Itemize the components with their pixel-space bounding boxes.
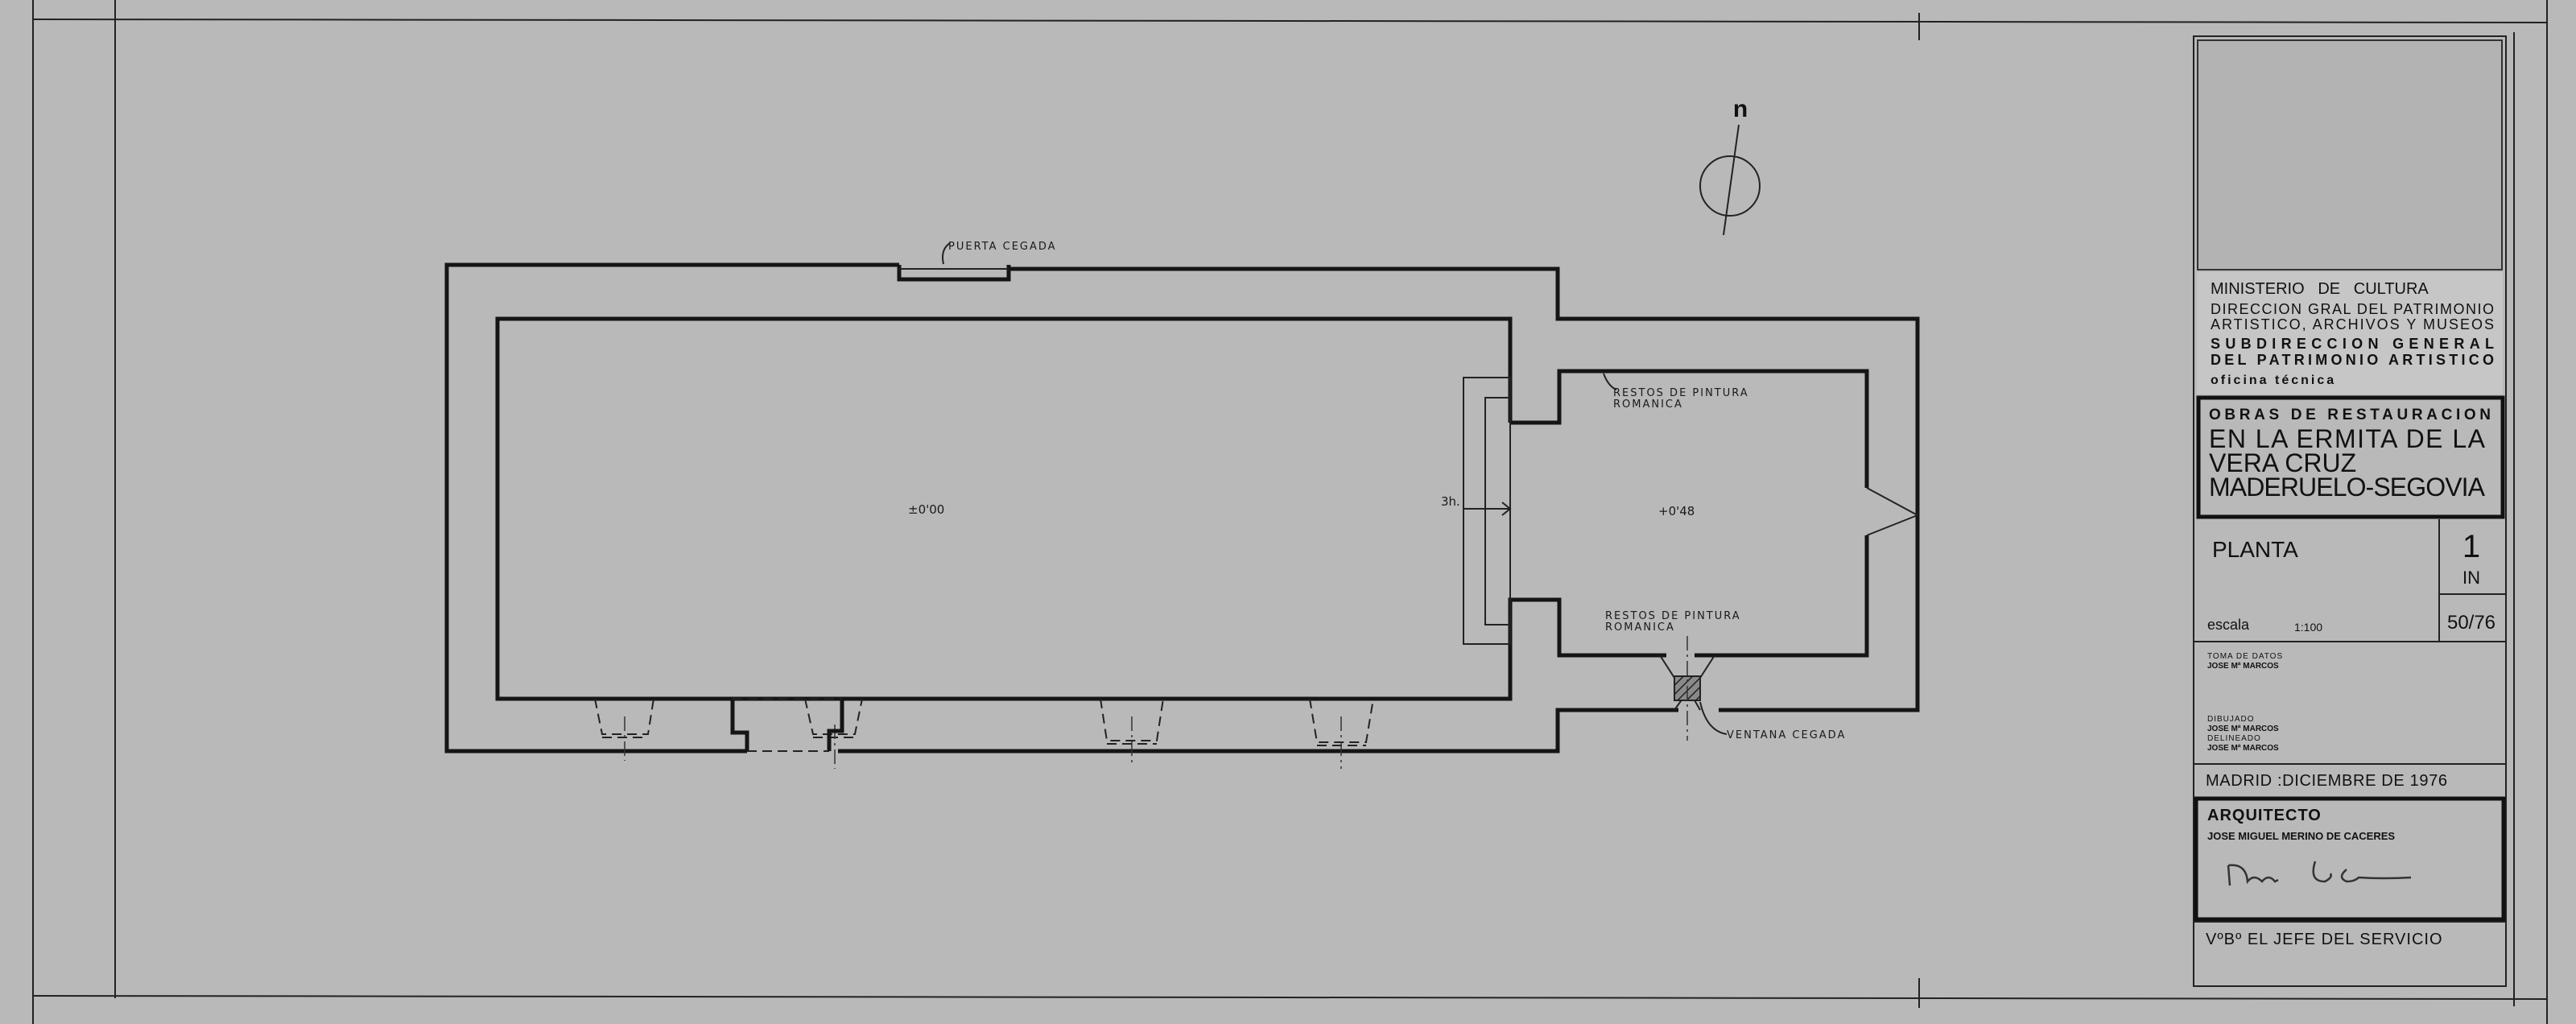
- sheet-series: IN: [2462, 568, 2480, 588]
- data-taken-label: TOMA DE DATOS: [2207, 652, 2283, 661]
- nave-inner-wall: [495, 316, 1869, 701]
- place-date: MADRID :DICIEMBRE DE 1976: [2206, 772, 2447, 790]
- subdirection-line-1: SUBDIRECCION GENERAL: [2211, 336, 2494, 352]
- label-paint-remains-2: RESTOS DE PINTURA: [1605, 610, 1741, 622]
- scale-value: 1:100: [2294, 621, 2322, 634]
- label-blocked-door: PUERTA CEGADA: [948, 241, 1057, 253]
- project-line-2: VERA CRUZ: [2209, 448, 2356, 477]
- arch-mark: 3h.: [1441, 494, 1460, 509]
- direction-line-1: DIRECCION GRAL DEL PATRIMONIO: [2211, 301, 2494, 317]
- south-windows: [594, 698, 1374, 769]
- level-apse: +0'48: [1658, 504, 1695, 518]
- project-line-1: EN LA ERMITA DE LA: [2209, 424, 2486, 453]
- direction-line-2: ARTISTICO, ARCHIVOS Y MUSEOS: [2211, 316, 2494, 332]
- project-line-3: MADERUELO-SEGOVIA: [2209, 473, 2486, 502]
- label-blocked-window: VENTANA CEGADA: [1727, 729, 1846, 741]
- data-taken-by: JOSE Mª MARCOS: [2207, 662, 2279, 671]
- architect-name: JOSE MIGUEL MERINO DE CACERES: [2207, 830, 2395, 842]
- file-reference: 50/76: [2447, 612, 2496, 634]
- plan-labels: PUERTA CEGADA ±0'00 +0'48 3h. RESTOS DE …: [908, 241, 1846, 741]
- sheet-number: 1: [2462, 529, 2480, 564]
- arch-frame-inner: [1484, 397, 1511, 626]
- label-paint-remains-1b: ROMANICA: [1613, 398, 1683, 411]
- scale-label: escala: [2207, 617, 2250, 633]
- drawn-label: DIBUJADO: [2207, 715, 2255, 724]
- traced-label: DELINEADO: [2207, 734, 2261, 743]
- sheet-frame: [32, 0, 2548, 1024]
- north-label: n: [1733, 96, 1748, 122]
- subdirection-line-2: DEL PATRIMONIO ARTISTICO: [2211, 352, 2494, 368]
- drawn-by: JOSE Mª MARCOS: [2207, 725, 2279, 733]
- architect-label: ARQUITECTO: [2207, 807, 2322, 824]
- office: oficina técnica: [2211, 374, 2336, 387]
- north-arrow: n: [1699, 96, 1761, 236]
- level-nave: ±0'00: [908, 502, 944, 517]
- outer-wall: [444, 262, 1920, 754]
- floor-plan: [444, 262, 1920, 769]
- drawing-title: PLANTA: [2212, 537, 2298, 562]
- approval: VºBº EL JEFE DEL SERVICIO: [2206, 931, 2443, 948]
- traced-by: JOSE Mª MARCOS: [2207, 744, 2279, 753]
- label-paint-remains-2b: ROMANICA: [1605, 621, 1675, 634]
- blocked-south-door: [730, 698, 844, 752]
- title-block: MINISTERIO DE CULTURA DIRECCION GRAL DEL…: [2193, 35, 2507, 987]
- apse-window: [1866, 487, 1918, 536]
- architect-signature: [2227, 861, 2412, 886]
- blocked-window: [1659, 636, 1715, 741]
- ministry: MINISTERIO DE CULTURA: [2211, 280, 2429, 298]
- label-paint-remains-1: RESTOS DE PINTURA: [1613, 387, 1749, 399]
